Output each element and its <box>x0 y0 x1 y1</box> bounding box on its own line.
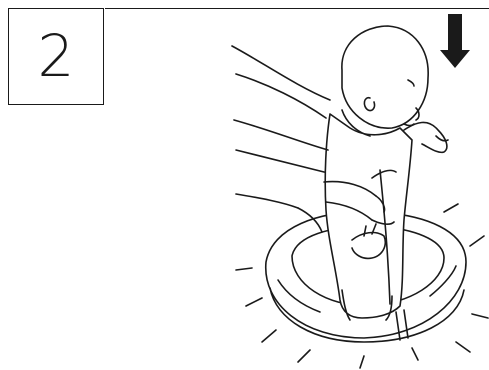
down-arrow-icon <box>440 14 470 68</box>
baby-figure <box>325 26 448 320</box>
